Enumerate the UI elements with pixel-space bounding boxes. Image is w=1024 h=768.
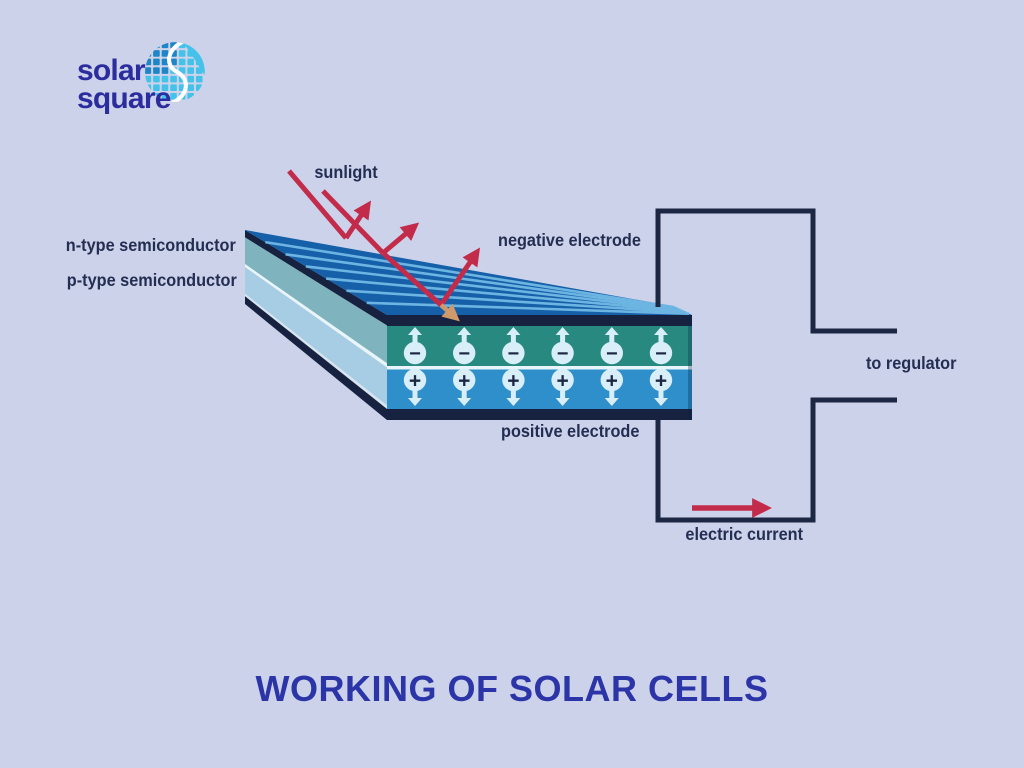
side-layer-band: [245, 293, 387, 409]
panel-stripe: [366, 301, 690, 316]
p-type-layer: [387, 369, 692, 409]
electron-symbol: −: [655, 343, 667, 365]
reflected-ray-arrow-2: [381, 222, 420, 255]
hole-symbol: +: [655, 370, 667, 393]
panel-grid-stripes: [265, 240, 690, 316]
page-title: WORKING OF SOLAR CELLS: [255, 668, 769, 709]
hole-symbol: +: [458, 370, 470, 393]
refracted-ray-arrow: [439, 303, 460, 322]
panel-stripe: [285, 252, 678, 310]
panel-top-face: [245, 230, 692, 316]
hole-symbol: +: [409, 370, 421, 393]
charge-pair-column: −+: [403, 327, 427, 406]
panel-side-face: [245, 230, 387, 420]
positive-electrode-label: positive electrode: [501, 421, 640, 441]
hole-symbol: +: [606, 370, 618, 393]
wire-regulator-to-positive: [655, 397, 897, 523]
negative-electrode-label: negative electrode: [498, 230, 641, 250]
electron-symbol: −: [606, 343, 618, 365]
solarsquare-globe-icon: [145, 42, 205, 102]
incoming-ray-1: [287, 169, 348, 240]
panel-stripe: [265, 240, 676, 309]
electron-symbol: −: [458, 343, 470, 365]
logo-line-square: square: [77, 82, 171, 115]
charge-pair-column: −+: [453, 327, 476, 406]
reflected-ray-arrow-1: [343, 200, 371, 240]
hole-symbol: +: [556, 370, 568, 393]
charge-pair-column: −+: [600, 327, 623, 406]
charge-pair-column: −+: [649, 327, 673, 406]
to-regulator-label: to regulator: [866, 353, 957, 373]
logo-wordmark: solar square: [77, 54, 171, 115]
panel-stripe: [346, 289, 687, 314]
positive-electrode-strip: [387, 409, 692, 420]
p-type-label: p-type semiconductor: [66, 270, 237, 290]
charge-pairs-group: −+−+−+−+−+−+: [403, 327, 673, 406]
electric-current-label: electric current: [685, 524, 804, 544]
globe-crescent: [183, 43, 205, 76]
electron-symbol: −: [508, 343, 520, 365]
charge-pair-column: −+: [502, 327, 525, 406]
sunlight-label: sunlight: [314, 162, 378, 182]
ray-continuation: [381, 251, 443, 307]
side-layer-band: [245, 237, 387, 364]
logo-line-solar: solar: [77, 54, 146, 87]
hole-symbol: +: [507, 370, 519, 393]
panel-right-edge: [688, 315, 692, 420]
negative-electrode-strip: [387, 315, 692, 326]
electron-symbol: −: [409, 343, 421, 365]
side-layer-band: [245, 230, 387, 326]
globe-s-curve: [167, 42, 188, 102]
side-layer-band: [245, 267, 387, 406]
panel-stripe: [326, 277, 684, 313]
n-type-layer: [387, 326, 692, 366]
pn-junction-line: [387, 366, 692, 370]
side-layer-band: [245, 296, 387, 420]
panel-stripe: [305, 265, 681, 312]
sunlight-rays: [287, 169, 481, 307]
charge-pair-column: −+: [551, 327, 574, 406]
panel-cross-section: −+−+−+−+−+−+: [387, 315, 692, 420]
n-type-label: n-type semiconductor: [65, 235, 236, 255]
incoming-ray-2: [321, 189, 385, 255]
wire-negative-to-regulator: [655, 208, 897, 334]
reflected-ray-arrow-3: [438, 247, 481, 307]
electron-symbol: −: [557, 343, 569, 365]
side-layer-band: [245, 264, 387, 368]
